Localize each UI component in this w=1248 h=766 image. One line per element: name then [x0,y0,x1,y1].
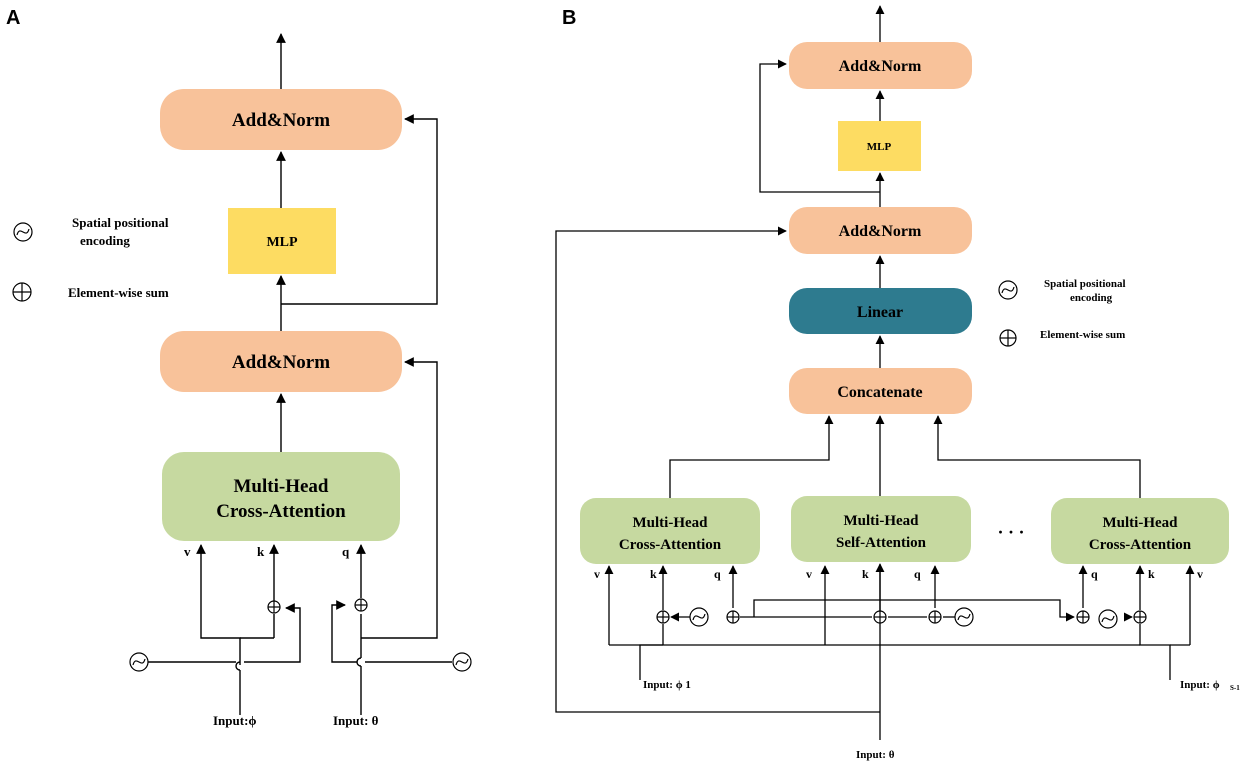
panel-b-add-norm-mid: Add&Norm [789,207,972,254]
panel-a-pos-encoding-icon-right [452,652,472,672]
svg-text:Cross-Attention: Cross-Attention [216,501,346,522]
svg-text:Add&Norm: Add&Norm [839,223,922,240]
panel-a-port-q: q [342,544,350,559]
panel-b-self-port-k: k [862,567,869,581]
panel-a-input-phi: Input:ϕ [213,713,257,728]
panel-a-add-norm-bottom: Add&Norm [160,331,402,392]
panel-b-sum-icon-self-q [928,610,942,624]
svg-text:MLP: MLP [266,235,298,250]
svg-text:Self-Attention: Self-Attention [836,535,927,551]
svg-text:Linear: Linear [857,304,903,321]
panel-b-pos-icon-mid [954,607,974,627]
panel-a-legend-pos-line2: encoding [80,233,130,248]
panel-b-self-port-q: q [914,567,921,581]
svg-text:Cross-Attention: Cross-Attention [619,537,722,553]
panel-a-input-theta: Input: θ [333,713,379,728]
svg-text:Add&Norm: Add&Norm [232,352,330,373]
panel-b-sum-icon-self-k [873,610,887,624]
svg-text:Multi-Head: Multi-Head [633,515,709,531]
panel-a-legend-sum-icon [12,282,32,302]
panel-b-left-port-q: q [714,567,721,581]
panel-a-port-v: v [184,544,191,559]
panel-b-legend-pos-line1: Spatial positional [1044,278,1126,290]
svg-text:Concatenate: Concatenate [837,384,922,401]
panel-b-right-port-k: k [1148,567,1155,581]
panel-b-left-port-k: k [650,567,657,581]
svg-text:Add&Norm: Add&Norm [232,110,330,131]
panel-b-label: B [562,7,576,29]
panel-b-legend-sum: Element-wise sum [1040,329,1125,341]
panel-b-concatenate: Concatenate [789,368,972,414]
panel-a-multi-head-cross-attention: Multi-Head Cross-Attention [162,452,400,541]
panel-b-input-phis-sub: S-1 [1230,684,1240,692]
panel-b-right-port-v: v [1197,567,1203,581]
panel-a-connectors [148,33,452,715]
panel-b-right-cross-attention: Multi-Head Cross-Attention [1051,498,1229,564]
panel-b-left-port-v: v [594,567,600,581]
panel-b-sum-icon-right-k [1133,610,1147,624]
panel-b-right-port-q: q [1091,567,1098,581]
panel-a-port-k: k [257,544,265,559]
panel-b-ellipsis: · · · [997,522,1024,542]
panel-a-pos-encoding-icon-left [129,652,149,672]
panel-b-add-norm-top: Add&Norm [789,42,972,89]
panel-b-left-cross-attention: Multi-Head Cross-Attention [580,498,760,564]
panel-b-self-port-v: v [806,567,812,581]
panel-b-sum-icon-right-q [1076,610,1090,624]
panel-a-sum-icon-k [267,600,281,614]
panel-a-legend-pos-line1: Spatial positional [72,215,169,230]
panel-a-mlp: MLP [228,208,336,274]
panel-b-legend-pos-line2: encoding [1070,292,1113,304]
panel-b-sum-icon-left-k [656,610,670,624]
panel-b-self-attention: Multi-Head Self-Attention [791,496,971,562]
svg-text:Cross-Attention: Cross-Attention [1089,537,1192,553]
panel-b-legend-sum-icon [999,329,1017,347]
panel-b-input-phis: Input: ϕ [1180,679,1220,691]
svg-text:Multi-Head: Multi-Head [234,476,329,497]
panel-b-linear: Linear [789,288,972,334]
panel-b-sum-icon-left-q [726,610,740,624]
panel-a-label: A [6,7,20,29]
panel-b-connectors [555,5,1195,740]
panel-a-legend-sum: Element-wise sum [68,285,169,300]
panel-b-mlp: MLP [838,121,921,171]
svg-text:Multi-Head: Multi-Head [844,513,920,529]
svg-text:MLP: MLP [867,141,892,153]
panel-b-legend-pos-icon [998,280,1018,300]
svg-text:Add&Norm: Add&Norm [839,58,922,75]
panel-b-pos-icon-left [689,607,709,627]
panel-b-pos-icon-right [1098,609,1118,629]
panel-a-legend-pos-icon [13,222,33,242]
panel-a-sum-icon-q [354,598,368,612]
panel-b-input-theta: Input: θ [856,749,895,761]
panel-a-add-norm-top: Add&Norm [160,89,402,150]
panel-b-input-phi1: Input: ϕ 1 [643,679,691,691]
svg-text:Multi-Head: Multi-Head [1103,515,1179,531]
